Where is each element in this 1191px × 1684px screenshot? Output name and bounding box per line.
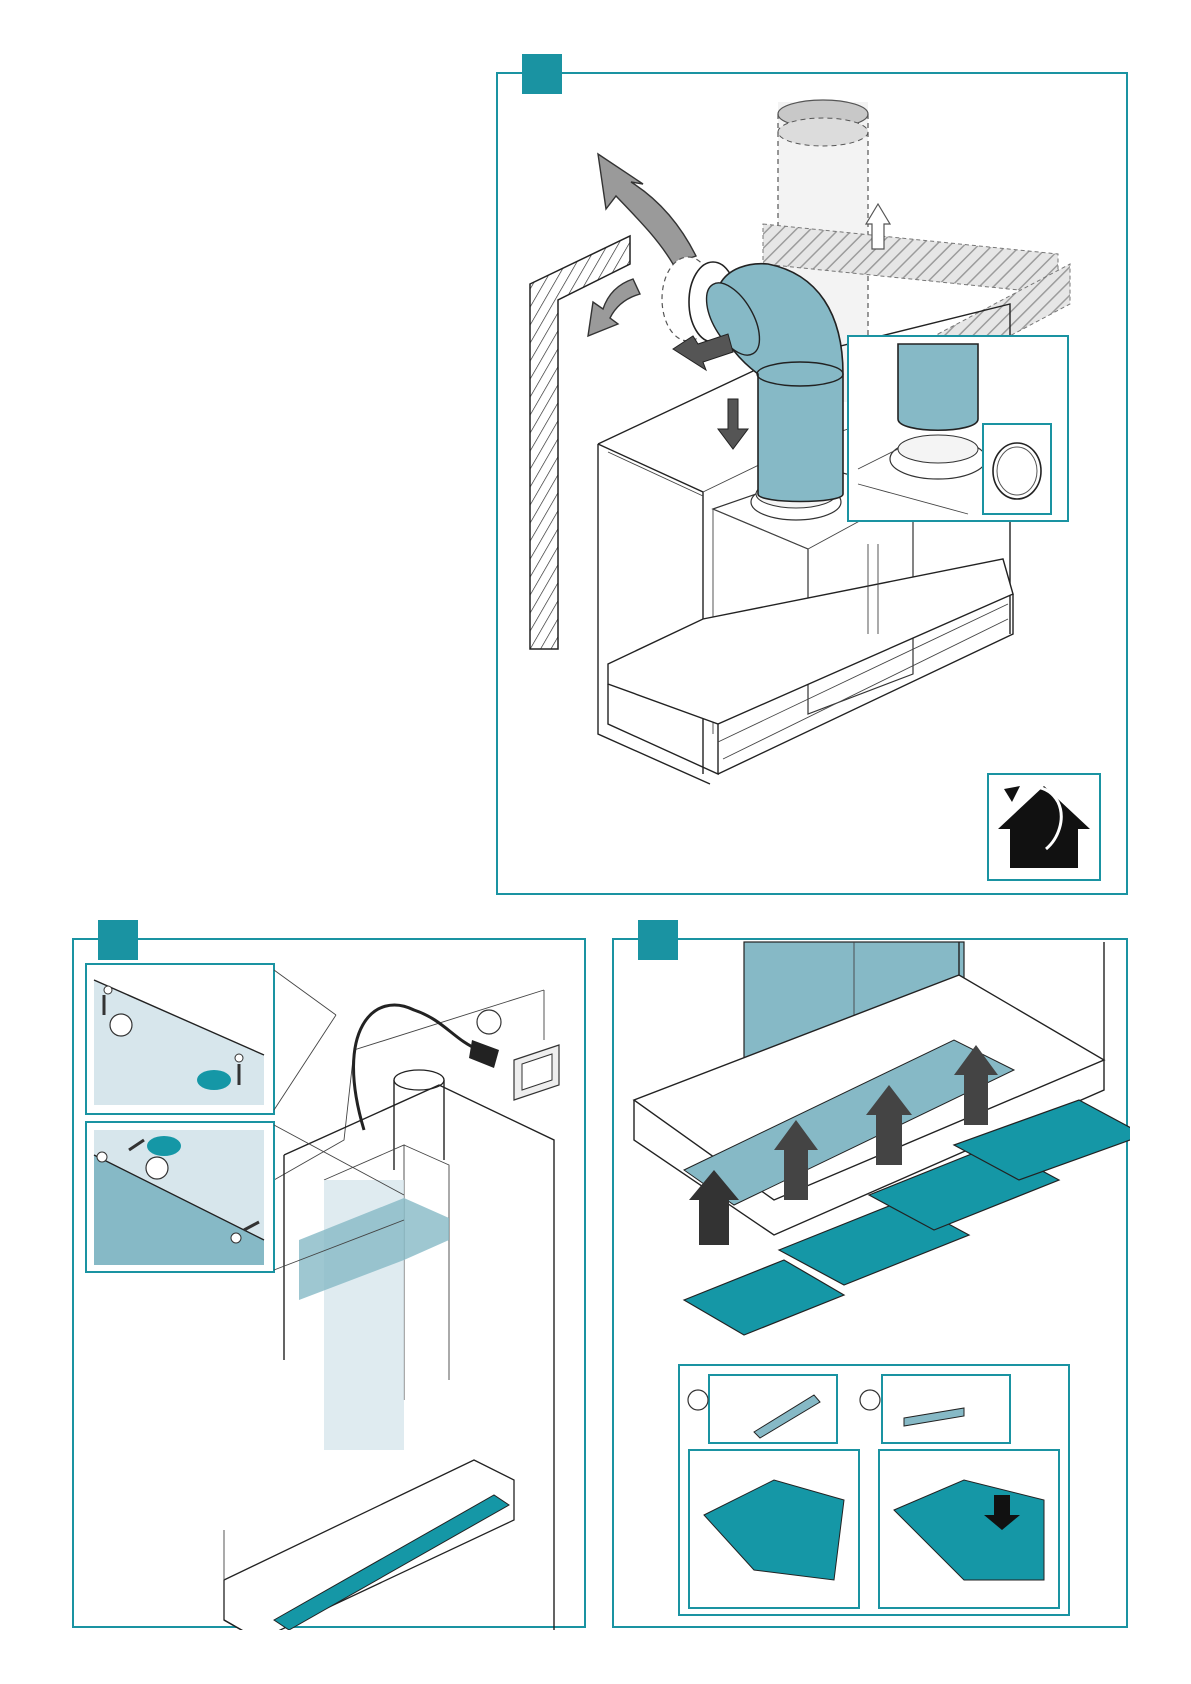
panel-ducting: [496, 72, 1128, 895]
callout-circle: [860, 1390, 880, 1410]
callout-circle: [688, 1390, 708, 1410]
callout-circle: [110, 1014, 132, 1036]
elbow-duct: [696, 264, 843, 502]
plug-icon: [469, 1040, 499, 1068]
wall-socket: [514, 1045, 559, 1100]
ducting-illustration: [498, 74, 1130, 897]
badge-oval: [147, 1136, 181, 1156]
screw-detail-top: [86, 964, 274, 1114]
house-extraction-icon: [988, 774, 1100, 880]
detail-inset: [848, 336, 1068, 521]
badge-oval: [197, 1070, 231, 1090]
down-arrow-icon: [718, 399, 748, 449]
electrical-illustration: [74, 940, 588, 1630]
filter-illustration: [614, 940, 1130, 1630]
screw-detail-bottom: [86, 1122, 274, 1272]
panel-filter-removal: [612, 938, 1128, 1628]
callout-circle: [146, 1157, 168, 1179]
panel-electrical-connection: [72, 938, 586, 1628]
callout-circle: [477, 1010, 501, 1034]
filter-detail-inset: [679, 1365, 1069, 1615]
